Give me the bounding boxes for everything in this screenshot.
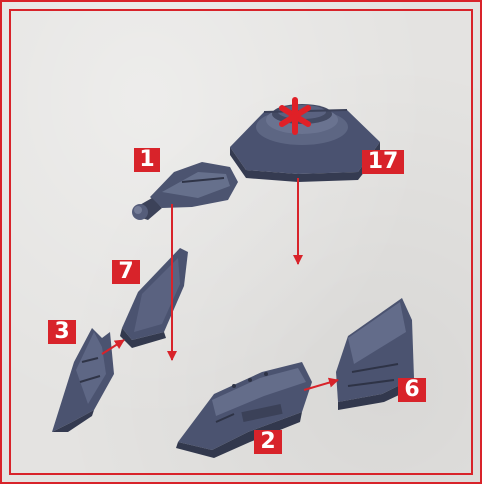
step-badge-7: 7 — [112, 260, 140, 284]
part-17-turret-base — [230, 104, 380, 182]
step-badge-3: 3 — [48, 320, 76, 344]
step-badge-1: 1 — [134, 148, 160, 172]
step-badge-6: 6 — [398, 378, 426, 402]
part-2-hull — [176, 362, 312, 458]
step-badge-2: 2 — [254, 430, 282, 454]
step-badge-17: 17 — [362, 150, 404, 174]
